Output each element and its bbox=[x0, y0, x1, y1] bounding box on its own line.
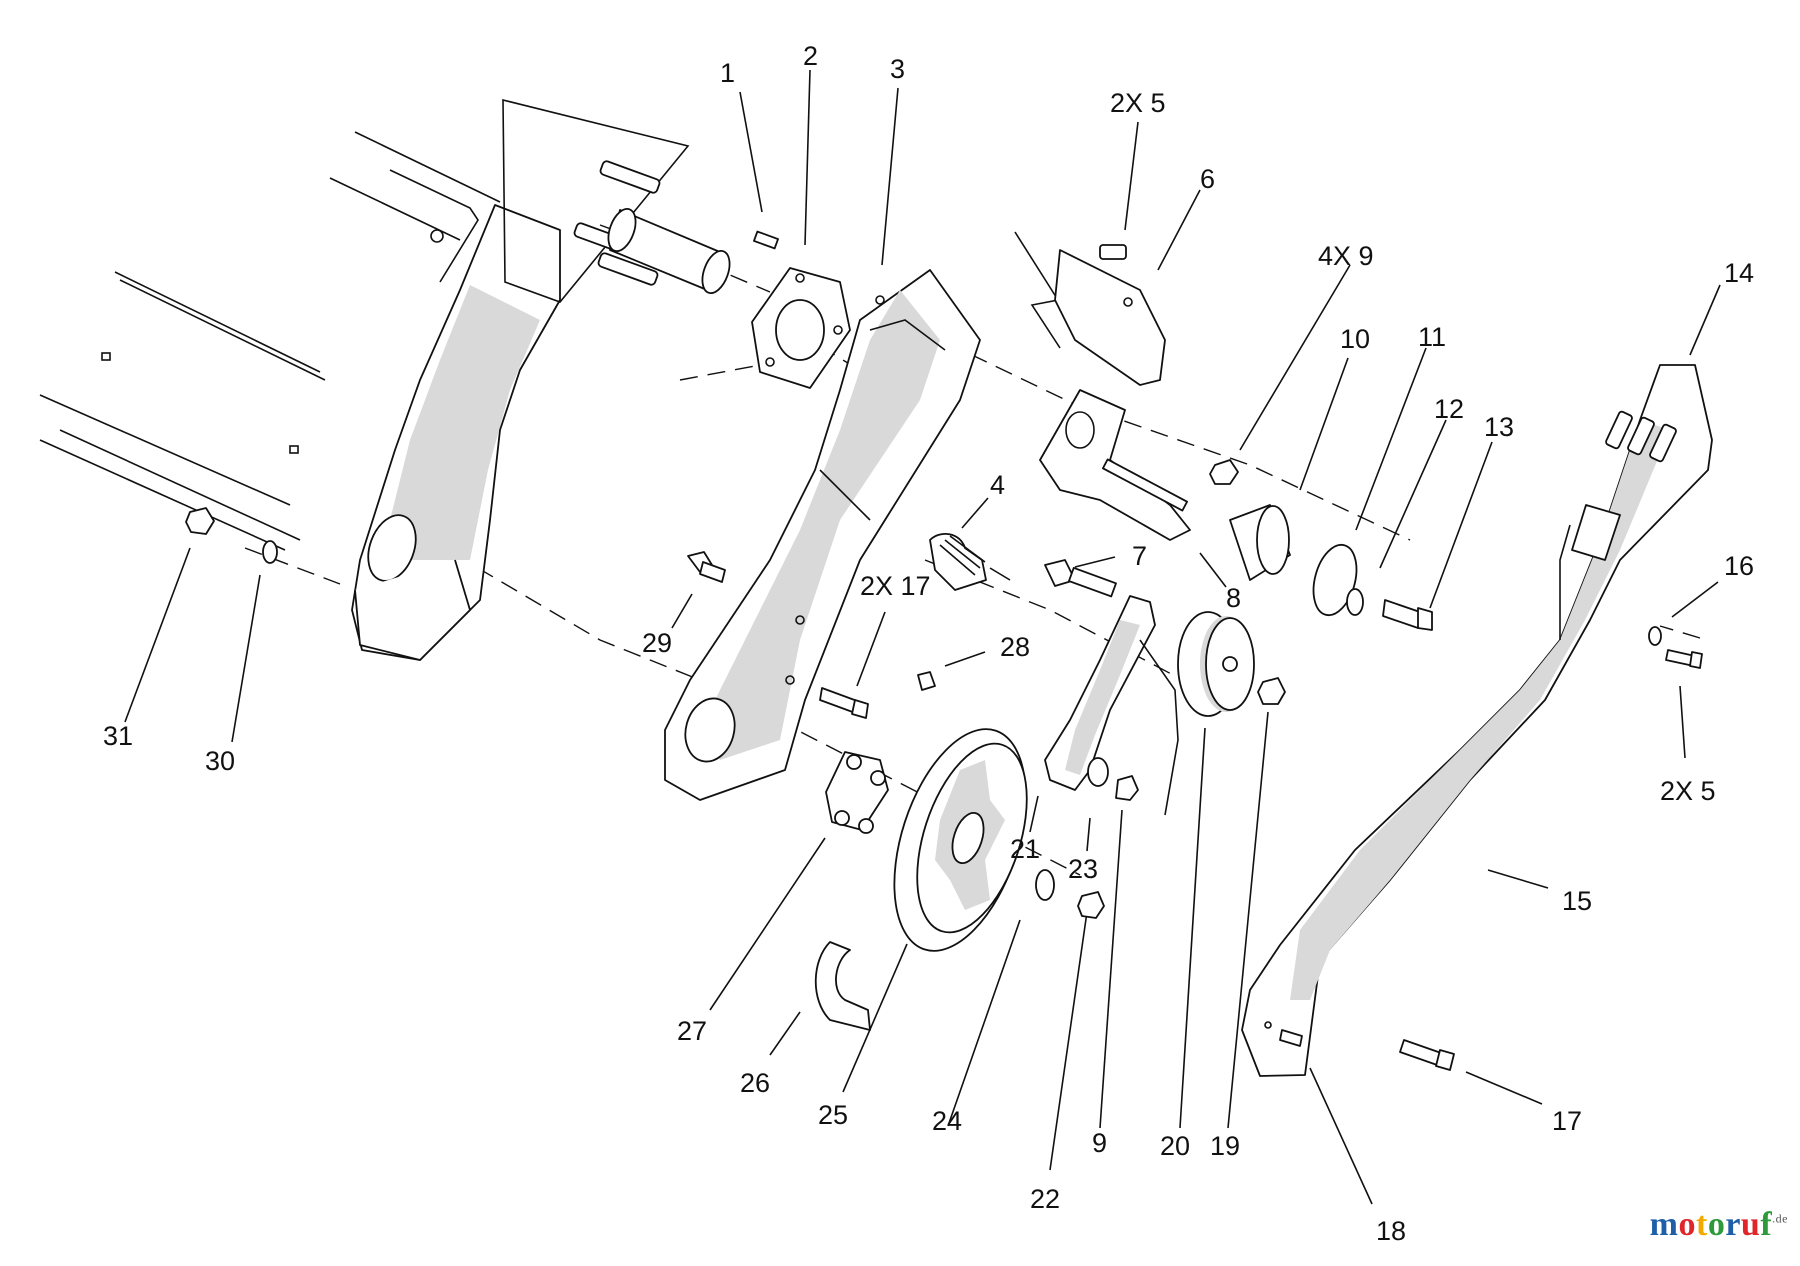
callout-labels: 1 2 3 2X 5 6 4X 9 14 10 11 12 13 4 7 8 2… bbox=[103, 41, 1754, 1246]
link-plate bbox=[825, 751, 889, 834]
callout-16: 16 bbox=[1724, 551, 1754, 581]
callout-2: 2 bbox=[803, 41, 818, 71]
bearing-flange bbox=[751, 267, 851, 389]
watermark-letter: r bbox=[1725, 1206, 1741, 1243]
motoruf-watermark: motoruf.de bbox=[1650, 1206, 1788, 1244]
callout-11: 11 bbox=[1418, 322, 1446, 352]
auger-housing bbox=[39, 98, 690, 661]
watermark-letter: u bbox=[1740, 1206, 1761, 1243]
callout-2x5-right: 2X 5 bbox=[1660, 776, 1716, 806]
callout-8: 8 bbox=[1226, 583, 1241, 613]
watermark-letter: f bbox=[1760, 1206, 1773, 1243]
callout-3: 3 bbox=[890, 54, 905, 84]
watermark-letter: o bbox=[1707, 1206, 1726, 1243]
callout-4: 4 bbox=[990, 470, 1005, 500]
watermark-letter: o bbox=[1678, 1206, 1696, 1243]
callout-19: 19 bbox=[1210, 1131, 1240, 1161]
callout-31: 31 bbox=[103, 721, 133, 751]
spring bbox=[929, 533, 1011, 591]
callout-26: 26 bbox=[740, 1068, 770, 1098]
belt-segment bbox=[814, 941, 871, 1031]
cover-screws bbox=[1264, 626, 1703, 1071]
callout-25: 25 bbox=[818, 1100, 848, 1130]
idler-arm bbox=[1044, 595, 1179, 816]
callout-2x5-top: 2X 5 bbox=[1110, 88, 1166, 118]
nut-upper bbox=[1209, 459, 1239, 485]
watermark-letter: t bbox=[1696, 1206, 1708, 1243]
callout-7: 7 bbox=[1132, 541, 1147, 571]
bolt-17-center bbox=[819, 687, 869, 719]
callout-30: 30 bbox=[205, 746, 235, 776]
callout-14: 14 bbox=[1724, 258, 1754, 288]
belt-cover bbox=[1241, 364, 1713, 1077]
washers-and-nuts bbox=[917, 671, 1139, 919]
callout-12: 12 bbox=[1434, 394, 1464, 424]
callout-4x9: 4X 9 bbox=[1318, 241, 1374, 271]
callout-9: 9 bbox=[1092, 1128, 1107, 1158]
bolt-29 bbox=[687, 551, 726, 583]
watermark-letter: m bbox=[1649, 1206, 1679, 1243]
callout-17: 17 bbox=[1552, 1106, 1582, 1136]
callout-21: 21 bbox=[1010, 834, 1040, 864]
callout-23: 23 bbox=[1068, 854, 1098, 884]
callout-10: 10 bbox=[1340, 324, 1370, 354]
callout-1: 1 bbox=[720, 58, 735, 88]
callout-24: 24 bbox=[932, 1106, 962, 1136]
bolt-7 bbox=[1044, 559, 1117, 598]
impeller-pulley bbox=[893, 728, 1028, 952]
callout-29: 29 bbox=[642, 628, 672, 658]
v-pulley bbox=[1177, 611, 1286, 717]
idler-bracket bbox=[1039, 389, 1191, 541]
callout-6: 6 bbox=[1200, 164, 1215, 194]
pulley-hub bbox=[1229, 504, 1433, 631]
callout-2x17: 2X 17 bbox=[860, 571, 931, 601]
callout-18: 18 bbox=[1376, 1216, 1406, 1246]
leader-lines bbox=[124, 69, 1721, 1205]
callout-13: 13 bbox=[1484, 412, 1514, 442]
shaft-assembly bbox=[573, 160, 779, 294]
callout-28: 28 bbox=[1000, 632, 1030, 662]
frame-plate bbox=[664, 269, 981, 801]
callout-15: 15 bbox=[1562, 886, 1592, 916]
watermark-suffix: .de bbox=[1772, 1211, 1788, 1226]
bracket bbox=[1014, 231, 1166, 386]
callout-22: 22 bbox=[1030, 1184, 1060, 1214]
callout-27: 27 bbox=[677, 1016, 707, 1046]
callout-20: 20 bbox=[1160, 1131, 1190, 1161]
nut-and-washer-left bbox=[185, 507, 278, 564]
